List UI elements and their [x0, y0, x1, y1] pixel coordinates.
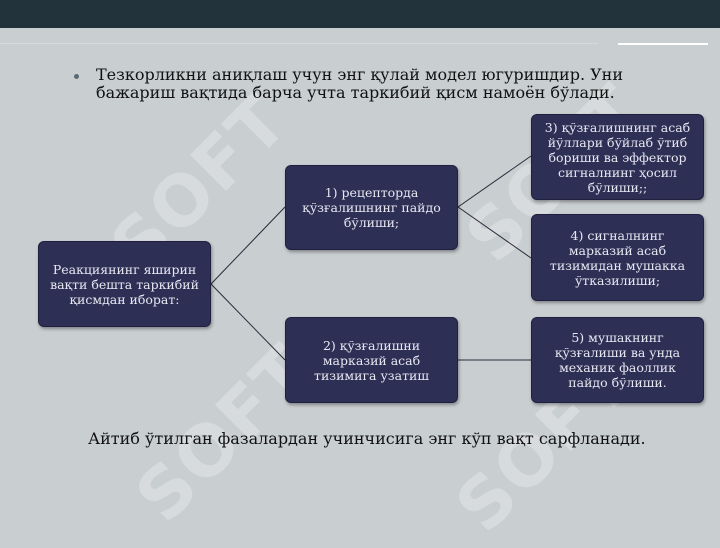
diagram-root-box: Реакциянинг яширин вақти бешта таркибий … — [38, 241, 211, 327]
diagram-step1-box: 1) рецепторда қўзғалишнинг пайдо бўлиши; — [285, 165, 458, 250]
diagram-step5-box: 5) мушакнинг қўзғалиши ва унда механик ф… — [531, 317, 704, 403]
connector-step1-step4 — [457, 206, 532, 259]
diagram-step4-box: 4) сигналнинг марказий асаб тизимидан му… — [531, 214, 704, 301]
bullet-dot — [74, 74, 79, 79]
diagram-step3-box: 3) қўзғалишнинг асаб йўллари бўйлаб ўтиб… — [531, 114, 704, 200]
top-accent-line — [618, 43, 708, 45]
top-bar — [0, 0, 720, 28]
bullet-text: Тезкорликни аниқлаш учун энг қулай модел… — [96, 65, 623, 102]
footer-text: Айтиб ўтилган фазалардан учинчисига энг … — [88, 429, 646, 448]
connector-root-step1 — [210, 206, 286, 285]
connector-step1-step3 — [457, 155, 532, 208]
connector-root-step2 — [210, 283, 286, 361]
diagram-step2-box: 2) қўзғалишни марказий асаб тизимига уза… — [285, 317, 458, 403]
top-divider-line — [0, 43, 598, 44]
